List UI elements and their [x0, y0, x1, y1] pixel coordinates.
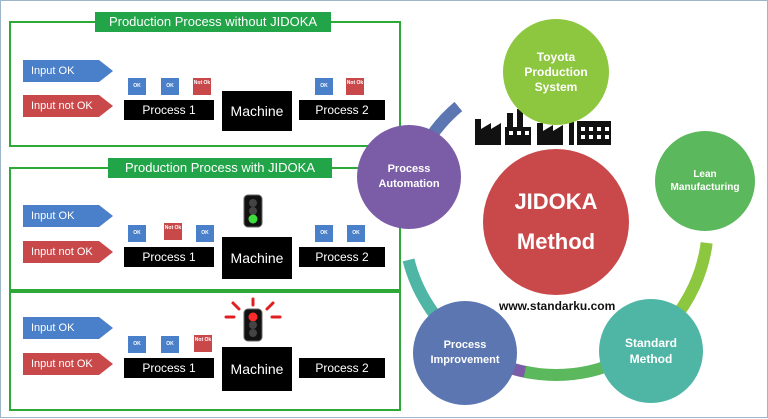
- website-url: www.standarku.com: [499, 299, 616, 313]
- process1-bar-3: Process 1: [124, 358, 214, 378]
- jidoka-center-circle: JIDOKA Method: [483, 149, 629, 295]
- lean-label: Lean Manufacturing: [670, 169, 740, 193]
- not-ok-box: Not Ok: [346, 78, 364, 95]
- machine-3: Machine: [222, 347, 292, 391]
- ok-box: OK: [315, 78, 333, 95]
- machine-2: Machine: [222, 237, 292, 279]
- process-automation-circle: Process Automation: [357, 125, 461, 229]
- input-not-ok-arrow-2: Input not OK: [23, 241, 113, 263]
- standard-label: Standard Method: [624, 336, 677, 366]
- standard-method-circle: Standard Method: [599, 299, 703, 403]
- ok-box: OK: [128, 225, 146, 242]
- not-ok-box: Not Ok: [193, 78, 211, 95]
- input-ok-arrow-3: Input OK: [23, 317, 113, 339]
- process2-bar-2: Process 2: [299, 247, 385, 267]
- lean-manufacturing-circle: Lean Manufacturing: [655, 131, 755, 231]
- factory-icon: [475, 107, 611, 145]
- jidoka-title: JIDOKA: [514, 189, 598, 214]
- red-alarm-light-icon: [224, 297, 282, 342]
- ok-box: OK: [347, 225, 365, 242]
- green-light-icon: [243, 194, 263, 228]
- input-ok-arrow-1: Input OK: [23, 60, 113, 82]
- input-not-ok-arrow-1: Input not OK: [23, 95, 113, 117]
- ok-box: OK: [161, 336, 179, 353]
- input-not-ok-arrow-3: Input not OK: [23, 353, 113, 375]
- improvement-label: Process Improvement: [430, 339, 500, 366]
- method-title: Method: [516, 229, 596, 254]
- ok-box: OK: [128, 336, 146, 353]
- automation-label: Process Automation: [378, 163, 440, 190]
- process1-bar-1: Process 1: [124, 100, 214, 120]
- panel-with-jidoka-stopped: [9, 291, 401, 411]
- machine-1: Machine: [222, 91, 292, 131]
- ok-box: OK: [196, 225, 214, 242]
- panel2-title: Production Process with JIDOKA: [108, 158, 332, 178]
- toyota-label: Toyota Production System: [524, 49, 588, 94]
- panel1-title: Production Process without JIDOKA: [95, 12, 331, 32]
- process2-bar-3: Process 2: [299, 358, 385, 378]
- process2-bar-1: Process 2: [299, 100, 385, 120]
- input-ok-arrow-2: Input OK: [23, 205, 113, 227]
- process1-bar-2: Process 1: [124, 247, 214, 267]
- not-ok-box: Not Ok: [164, 223, 182, 240]
- process-improvement-circle: Process Improvement: [413, 301, 517, 405]
- not-ok-box: Not Ok: [194, 335, 212, 352]
- toyota-production-system-circle: Toyota Production System: [503, 19, 609, 125]
- ok-box: OK: [128, 78, 146, 95]
- ok-box: OK: [315, 225, 333, 242]
- ok-box: OK: [161, 78, 179, 95]
